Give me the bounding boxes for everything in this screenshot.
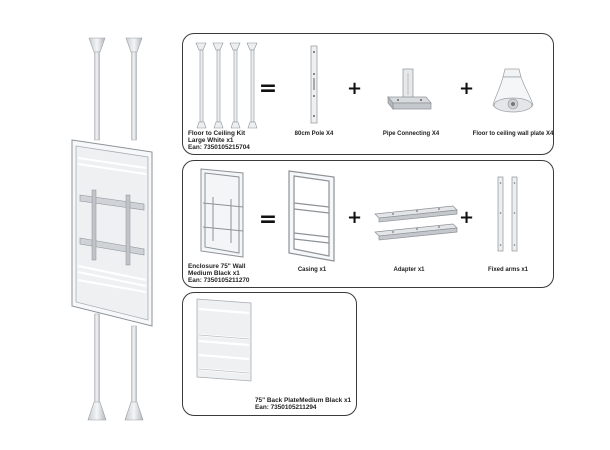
enclosure-panel: Enclosure 75" Wall Medium Black x1 Ean: … xyxy=(182,160,554,288)
equals-sign: = xyxy=(258,76,278,101)
part-label-casing: Casing x1 xyxy=(297,267,327,273)
adapter-rails-icon xyxy=(374,205,458,241)
plus-sign: + xyxy=(347,207,363,228)
equals-sign: = xyxy=(258,207,278,232)
casing-frame-icon xyxy=(288,170,335,262)
enclosure-frame-icon xyxy=(200,168,244,258)
wall-plate-icon xyxy=(492,68,534,113)
pole-icon xyxy=(310,45,318,124)
kit-panel: Floor to Ceiling Kit Large White x1 Ean:… xyxy=(182,33,554,155)
backplate-name: 75" Back PlateMedium Black x1 xyxy=(255,397,352,404)
back-plate-icon xyxy=(196,298,252,382)
part-label-pipe: Pipe Connecting X4 xyxy=(382,131,440,137)
plus-sign: + xyxy=(459,78,475,99)
part-label-pole: 80cm Pole X4 xyxy=(294,131,334,137)
enclosure-name-line1: Enclosure 75" Wall xyxy=(188,263,246,270)
pipe-connector-icon xyxy=(387,68,432,110)
fixed-arms-icon xyxy=(497,176,518,252)
kit-ean: Ean: 7350105215704 xyxy=(188,144,250,151)
backplate-ean: Ean: 7350105211294 xyxy=(255,404,317,411)
part-label-fixed-arms: Fixed arms x1 xyxy=(487,267,529,273)
floor-to-ceiling-enclosure-assembly-icon xyxy=(71,37,153,421)
kit-name-line1: Floor to Ceiling Kit xyxy=(188,130,246,137)
plus-sign: + xyxy=(459,207,475,228)
assembled-product xyxy=(60,30,170,445)
backplate-panel: 75" Back PlateMedium Black x1 Ean: 73501… xyxy=(182,292,357,416)
plus-sign: + xyxy=(347,78,363,99)
enclosure-ean: Ean: 7350105211270 xyxy=(188,277,250,284)
kit-name-line2: Large White x1 xyxy=(188,137,234,144)
part-label-adapter: Adapter x1 xyxy=(393,267,425,273)
four-poles-icon xyxy=(195,42,258,129)
part-label-wall-plate: Floor to ceiling wall plate X4 xyxy=(472,131,554,137)
enclosure-name-line2: Medium Black x1 xyxy=(188,270,240,277)
